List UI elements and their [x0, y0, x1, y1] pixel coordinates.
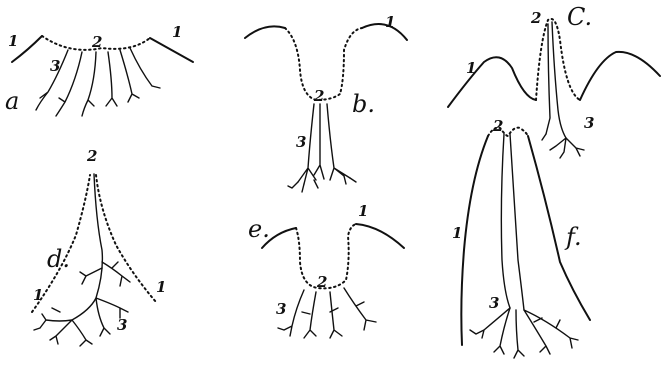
panel-d-label-1-right: 1	[156, 278, 166, 296]
panel-e-root-4	[344, 288, 376, 330]
panel-c-rootlets	[542, 134, 584, 158]
panel-f-label-3: 3	[489, 294, 499, 312]
panel-e-label-1: 1	[358, 202, 368, 220]
panel-c-root-second	[546, 24, 550, 134]
panel-b-root-2	[314, 104, 324, 179]
panel-b-label-2: 2	[313, 87, 324, 105]
panel-e: 1 2 3 e.	[248, 202, 404, 338]
panel-e-letter: e.	[248, 215, 270, 243]
panel-a-root-4	[106, 52, 117, 106]
panel-f: 1 2 3 f.	[452, 117, 590, 358]
panel-c-label-1: 1	[466, 59, 476, 77]
panel-d: 1 1 2 3 d.	[32, 147, 166, 346]
panel-e-label-2: 2	[316, 273, 327, 291]
panel-a-root-5	[120, 50, 139, 102]
panel-d-lower-branches	[34, 298, 128, 346]
panel-f-root-left-wall	[501, 134, 510, 308]
panel-c: 1 2 3 C.	[448, 3, 660, 158]
panel-d-letter: d.	[47, 245, 70, 273]
panel-a-label-2: 2	[91, 33, 102, 51]
panel-b-rootlets	[288, 176, 356, 192]
panel-b-letter: b.	[352, 90, 375, 118]
panel-b-label-1: 1	[385, 13, 395, 31]
panel-c-root-main	[552, 22, 566, 138]
panel-a-label-1-right: 1	[172, 23, 182, 41]
panel-c-letter: C.	[567, 3, 592, 31]
panel-f-letter: f.	[564, 223, 582, 251]
panel-e-root-2	[302, 292, 316, 338]
panel-d-label-1-left: 1	[33, 286, 43, 304]
panel-d-label-3: 3	[117, 316, 127, 334]
panel-f-label-2: 2	[492, 117, 503, 135]
panel-d-upper-branches	[80, 262, 130, 286]
panel-b-root-3	[327, 104, 350, 180]
panel-a-root-6	[130, 48, 160, 88]
panel-d-label-2: 2	[86, 147, 97, 165]
panel-a-root-3	[82, 52, 96, 116]
panel-c-dotted-peak	[536, 19, 580, 100]
panel-a-label-3: 3	[50, 57, 60, 75]
panel-d-dotted-right	[96, 175, 156, 302]
panel-c-label-2: 2	[530, 9, 541, 27]
panel-f-label-1: 1	[452, 224, 462, 242]
panel-a-label-1-left: 1	[8, 32, 18, 50]
panel-a: 1 1 2 3 a	[5, 23, 193, 116]
panel-b: 1 2 3 b.	[245, 13, 407, 192]
panel-f-root-branches	[470, 308, 578, 358]
panel-f-surface-left	[461, 136, 488, 345]
panel-f-root-right-wall	[510, 134, 524, 310]
panel-c-surface-left	[448, 57, 536, 107]
panel-e-surface-right	[356, 224, 404, 248]
panel-b-label-3: 3	[296, 133, 306, 151]
panel-a-letter: a	[5, 87, 19, 115]
panel-e-label-3: 3	[276, 300, 286, 318]
panel-a-surface-right	[150, 38, 193, 62]
panel-b-surface-left	[245, 26, 285, 38]
panel-c-label-3: 3	[584, 114, 594, 132]
panel-e-root-3	[330, 292, 342, 338]
panel-c-surface-right	[580, 52, 660, 100]
